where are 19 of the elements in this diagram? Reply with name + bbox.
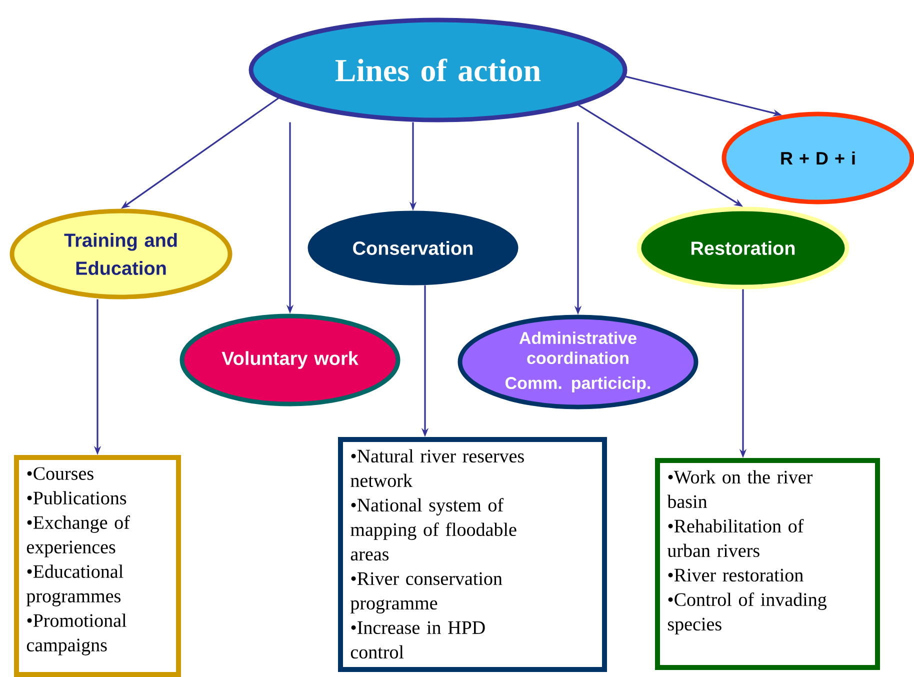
- node-label: •Courses: [27, 467, 94, 480]
- node-label: •River conservation programme: [350, 572, 502, 614]
- node-label: •Educational programmes: [26, 564, 124, 606]
- node-label: •National system of mapping of floodable areas: [350, 498, 516, 561]
- list-box: [338, 437, 607, 672]
- node-label: •Rehabilitation of urban rivers: [667, 518, 804, 558]
- node-label: •Natural river reserves network: [350, 449, 524, 488]
- list-box: [655, 458, 880, 670]
- bullet-list: •Natural river reserves network •National system of mapping of floodable areas •River conservation programme •Increase in HPD control: [350, 449, 524, 659]
- node-label: •Work on the river basin: [667, 470, 812, 508]
- node-label: •Publications: [27, 491, 126, 504]
- node-label: •Increase in HPD control: [350, 621, 485, 659]
- node-label: •Control of invading species: [668, 592, 827, 634]
- node-label: •Exchange of experiences: [26, 515, 130, 558]
- node-label: •Promotional campaigns: [26, 614, 126, 656]
- node-label: •River restoration: [668, 568, 804, 582]
- bullet-list: •Courses •Publications •Exchange of experiences •Educational programmes •Promotional campaigns: [26, 467, 130, 656]
- list-box: [14, 455, 181, 677]
- bullet-list: •Work on the river basin •Rehabilitation of urban rivers •River restoration •Control of invading species: [667, 470, 827, 634]
